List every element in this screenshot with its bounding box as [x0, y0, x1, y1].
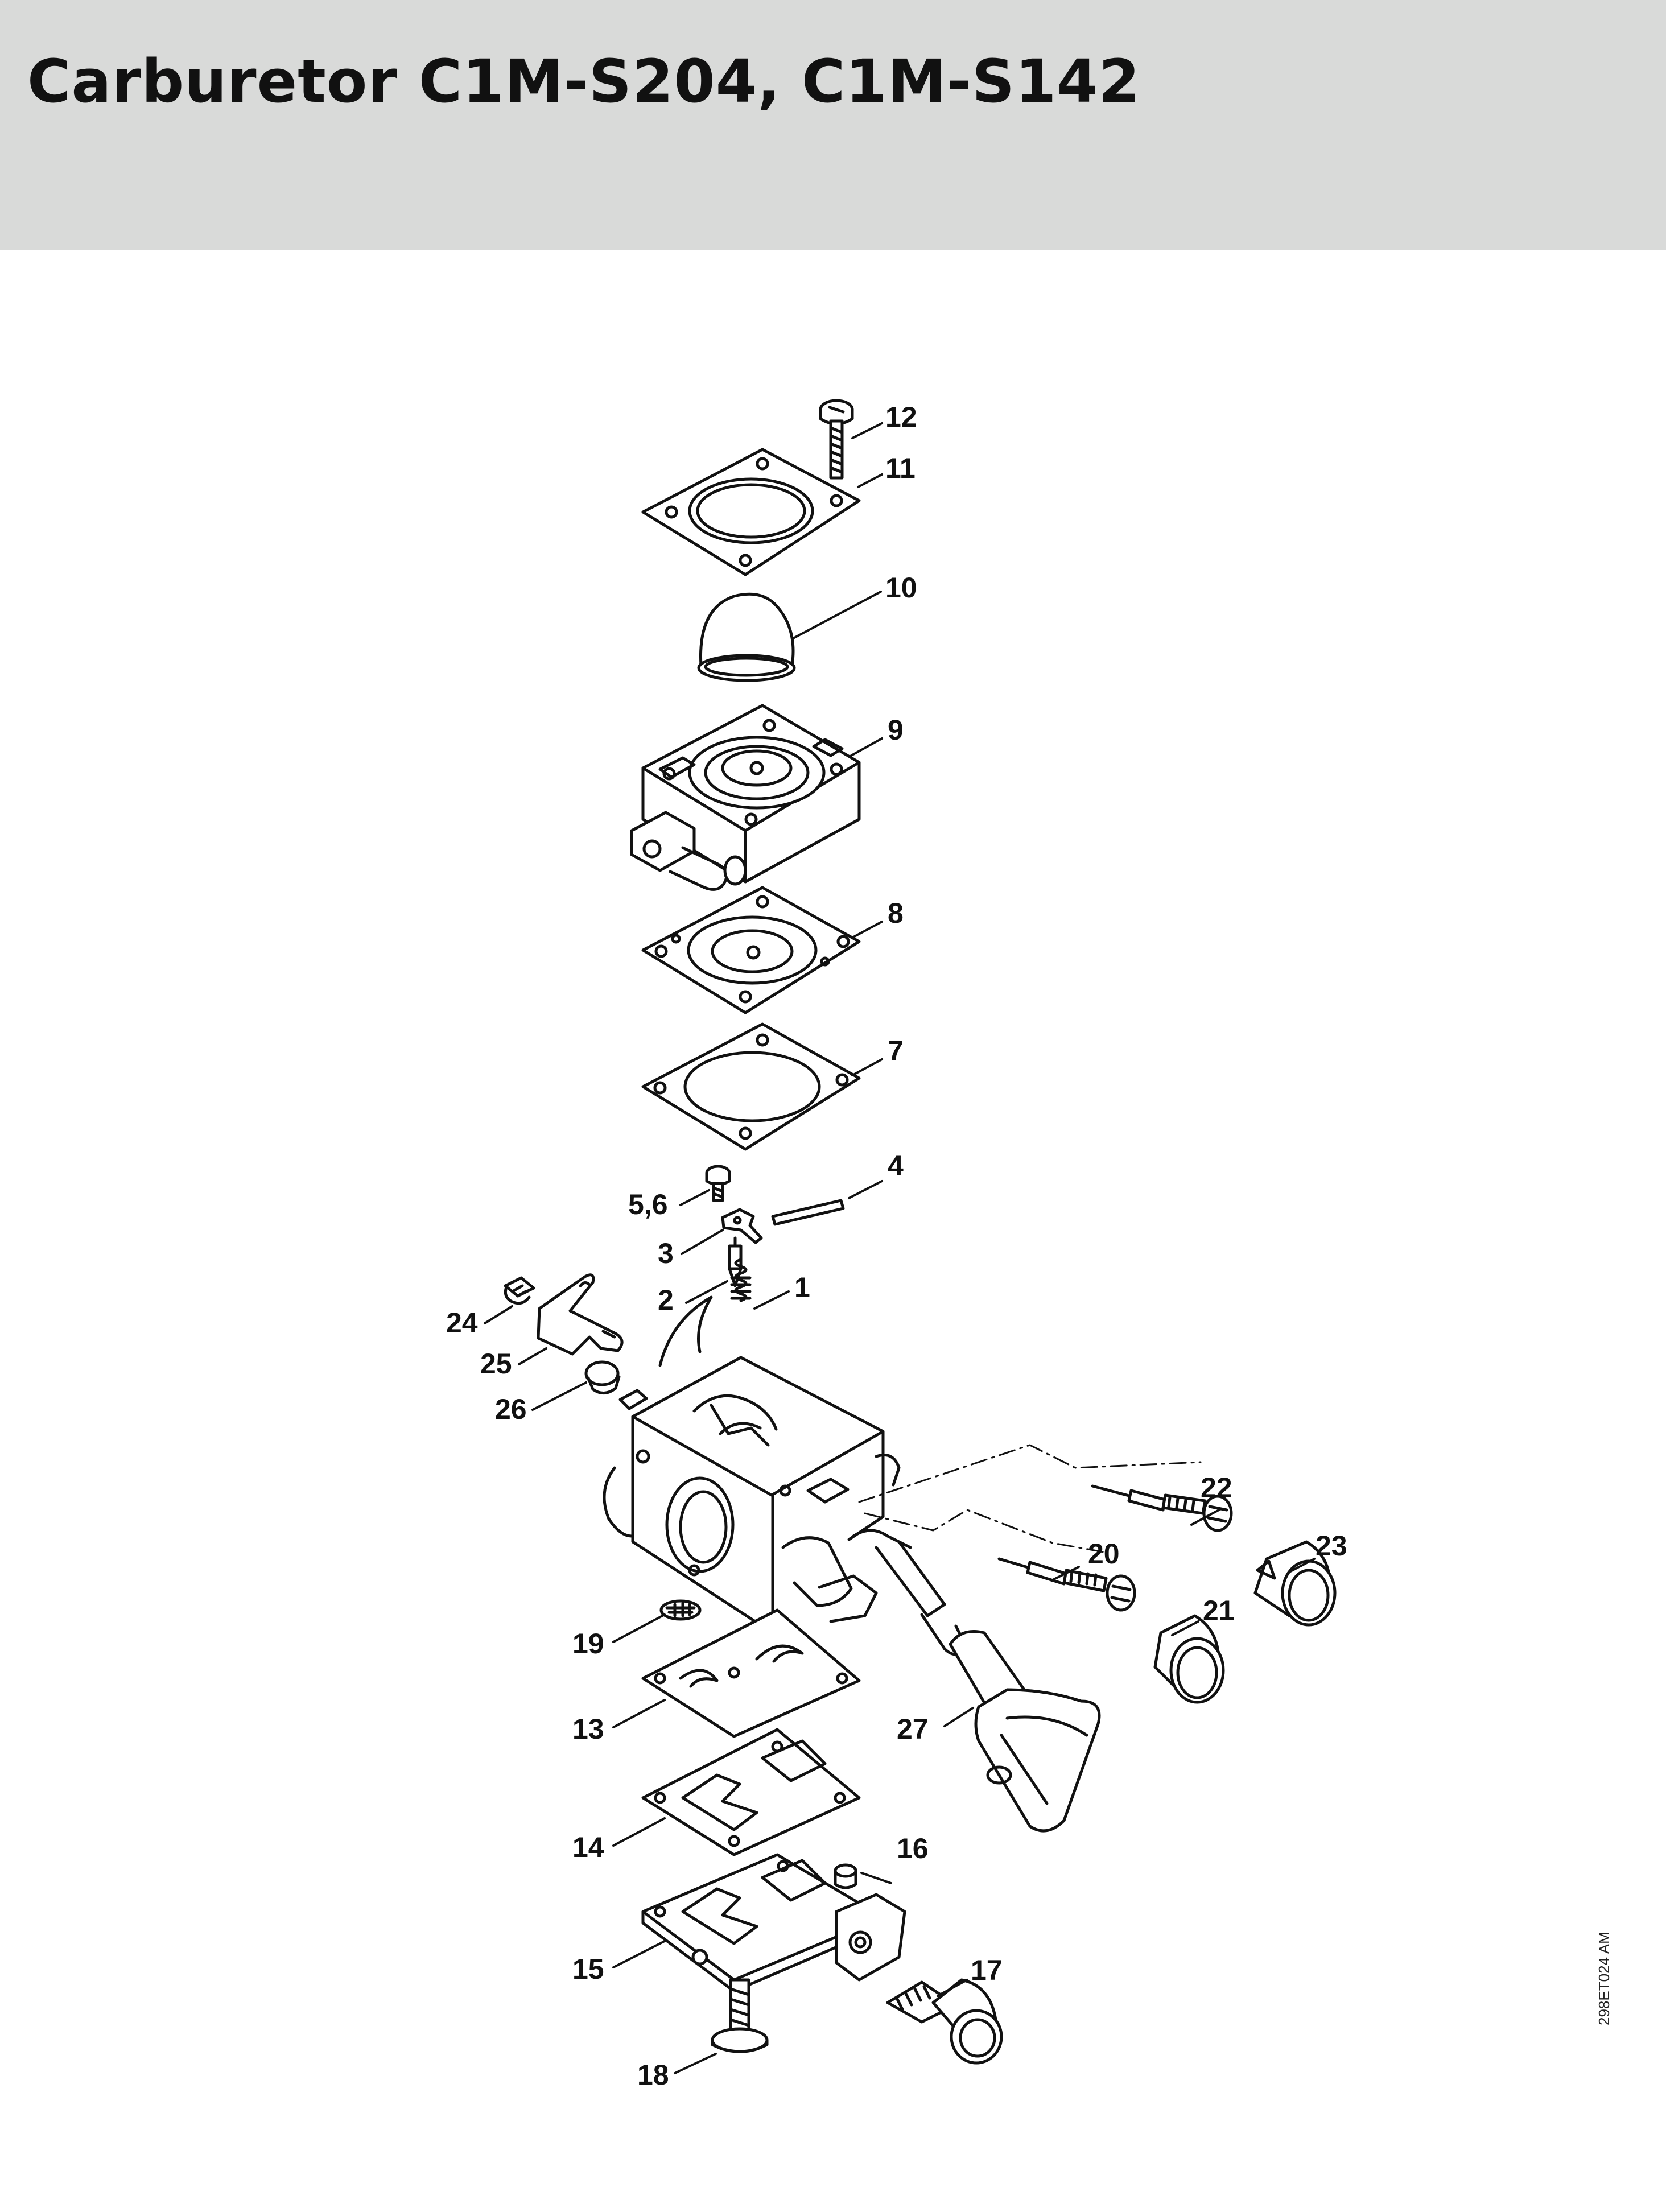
part-1-spring [730, 1258, 752, 1302]
callout-4: 4 [888, 1150, 904, 1182]
part-11-gasket [641, 448, 861, 576]
assembly-leader-lines [858, 1444, 1202, 1553]
page-title: Carburetor C1M-S204, C1M-S142 [27, 47, 1141, 116]
title-banner: Carburetor C1M-S204, C1M-S142 [0, 0, 1666, 250]
drawing-reference-code: 298ET024 AM [1595, 1932, 1613, 2025]
callout-5-6: 5,6 [628, 1188, 668, 1220]
part-24-screw [504, 1276, 535, 1305]
callout-21: 21 [1203, 1595, 1235, 1627]
callout-22: 22 [1201, 1472, 1232, 1504]
part-5-6-screw [705, 1165, 731, 1202]
part-12-screw [819, 399, 854, 480]
part-17-adjusting-screw [886, 1978, 1003, 2065]
callout-2: 2 [658, 1284, 674, 1316]
part-21-limiter-cap [1153, 1614, 1225, 1704]
part-25-throttle-lever [537, 1273, 624, 1356]
part-9-pump-cover [630, 704, 861, 891]
callout-26: 26 [495, 1393, 527, 1425]
callout-25: 25 [480, 1348, 512, 1380]
callout-10: 10 [885, 572, 917, 604]
callout-20: 20 [1088, 1538, 1120, 1570]
part-7-gasket [641, 1022, 861, 1151]
part-27-choke-knob [949, 1630, 1101, 1833]
callout-19: 19 [572, 1628, 604, 1660]
callout-18: 18 [637, 2059, 669, 2091]
part-22-adjusting-screw [1091, 1484, 1233, 1532]
callout-14: 14 [572, 1831, 604, 1863]
callout-24: 24 [446, 1307, 478, 1339]
callout-leader-lines [484, 422, 1316, 2074]
callout-15: 15 [572, 1953, 604, 1985]
callout-1: 1 [794, 1272, 810, 1303]
part-8-diaphragm [641, 886, 861, 1014]
part-18-screw [711, 1978, 769, 2053]
callout-12: 12 [885, 401, 917, 433]
callout-16: 16 [897, 1833, 929, 1864]
callout-11: 11 [885, 452, 916, 484]
callout-8: 8 [888, 897, 904, 929]
callout-3: 3 [658, 1237, 674, 1269]
callout-labels: 12 11 10 9 8 7 4 5,6 3 2 1 24 25 26 22 2… [446, 401, 1347, 2091]
part-3-inlet-lever [721, 1208, 763, 1244]
callout-23: 23 [1316, 1530, 1347, 1562]
callout-13: 13 [572, 1713, 604, 1745]
part-26-bushing [584, 1360, 621, 1394]
part-19-strainer [659, 1599, 702, 1621]
part-14-gasket [641, 1728, 861, 1856]
carburetor-body [603, 1295, 969, 1656]
part-4-pin [771, 1199, 845, 1226]
callout-17: 17 [971, 1954, 1003, 1986]
part-20-adjusting-screw [997, 1557, 1136, 1612]
part-13-gasket [641, 1608, 861, 1738]
callout-27: 27 [897, 1713, 929, 1745]
part-16-plug [834, 1863, 857, 1889]
part-15-metering-cover [641, 1853, 906, 1993]
callout-7: 7 [888, 1035, 904, 1067]
part-10-primer-bulb [697, 592, 796, 682]
callout-9: 9 [888, 714, 904, 746]
